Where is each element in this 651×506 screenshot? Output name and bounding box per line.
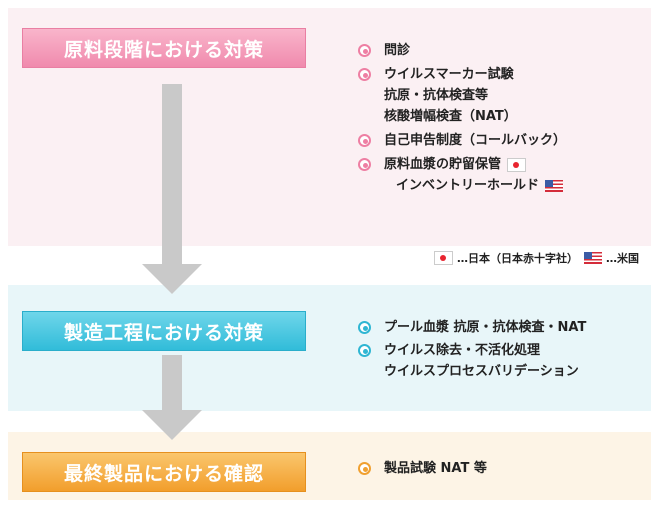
list-item: ウイルス除去・不活化処理 ウイルスプロセスバリデーション	[358, 340, 586, 382]
legend-japan: …日本（日本赤十字社）	[457, 252, 578, 265]
raw-material-measures-list: 問診 ウイルスマーカー試験 抗原・抗体検査等 核酸増幅検査（NAT） 自己申告制…	[358, 40, 566, 199]
circle-dot-icon	[358, 158, 371, 171]
circle-dot-icon	[358, 462, 371, 475]
list-item: 製品試験 NAT 等	[358, 458, 487, 479]
list-item: 問診	[358, 40, 566, 61]
us-flag-icon	[584, 252, 602, 264]
item-virus-removal: ウイルス除去・不活化処理	[384, 343, 541, 358]
item-antigen-test: 抗原・抗体検査等	[384, 88, 489, 103]
item-product-test: 製品試験 NAT 等	[384, 461, 487, 476]
us-flag-icon	[545, 179, 564, 192]
item-interview: 問診	[384, 43, 411, 58]
item-inventory-hold: インベントリーホールド	[396, 178, 540, 193]
circle-dot-icon	[358, 134, 371, 147]
item-nat-test: 核酸増幅検査（NAT）	[384, 109, 517, 124]
circle-dot-icon	[358, 44, 371, 57]
item-virus-marker: ウイルスマーカー試験	[384, 67, 514, 82]
stage-final-product-label: 最終製品における確認	[22, 452, 306, 492]
final-product-checks-list: 製品試験 NAT 等	[358, 458, 487, 479]
circle-dot-icon	[358, 321, 371, 334]
flag-legend: …日本（日本赤十字社） …米国	[434, 250, 639, 266]
item-storage: 原料血漿の貯留保管	[384, 157, 502, 172]
japan-flag-icon	[434, 251, 453, 265]
japan-flag-icon	[507, 157, 527, 172]
legend-us: …米国	[606, 252, 639, 265]
item-process-validation: ウイルスプロセスバリデーション	[384, 364, 579, 379]
circle-dot-icon	[358, 344, 371, 357]
list-item: 原料血漿の貯留保管 インベントリーホールド	[358, 154, 566, 196]
circle-dot-icon	[358, 68, 371, 81]
stage-raw-material-label: 原料段階における対策	[22, 28, 306, 68]
manufacturing-measures-list: プール血漿 抗原・抗体検査・NAT ウイルス除去・不活化処理 ウイルスプロセスバ…	[358, 317, 586, 384]
list-item: プール血漿 抗原・抗体検査・NAT	[358, 317, 586, 338]
list-item: ウイルスマーカー試験 抗原・抗体検査等 核酸増幅検査（NAT）	[358, 64, 566, 127]
list-item: 自己申告制度（コールバック）	[358, 130, 566, 151]
stage-manufacturing-label: 製造工程における対策	[22, 311, 306, 351]
item-self-report: 自己申告制度（コールバック）	[384, 133, 567, 148]
item-pool-test: プール血漿 抗原・抗体検査・NAT	[384, 320, 587, 335]
